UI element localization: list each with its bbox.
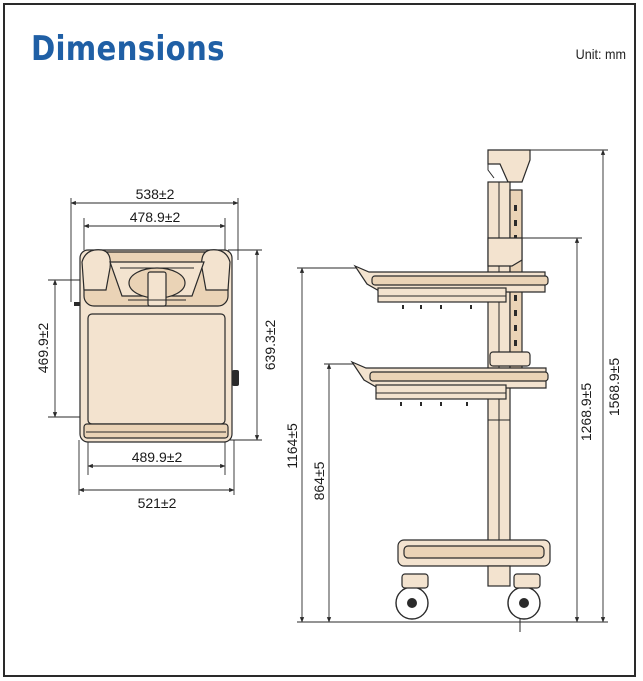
side-view-drawing [297, 149, 608, 632]
dim-height-total: 1568.9±5 [606, 358, 622, 417]
dim-height-lower-shelf: 864±5 [311, 461, 327, 500]
dim-width-outer: 538±2 [136, 186, 175, 202]
diagram-frame [3, 3, 636, 677]
dim-depth-right: 639.3±2 [262, 320, 278, 371]
page-title: Dimensions [31, 29, 225, 69]
dim-depth-left: 469.9±2 [35, 323, 51, 374]
dim-width-inner: 478.9±2 [130, 209, 181, 225]
dim-height-arm: 1268.9±5 [578, 383, 594, 442]
dim-height-top-shelf: 1164±5 [284, 423, 300, 469]
top-view-drawing [48, 198, 262, 495]
unit-label: Unit: mm [575, 46, 626, 62]
dim-base-inner: 489.9±2 [132, 449, 183, 465]
dim-base-outer: 521±2 [138, 495, 177, 511]
